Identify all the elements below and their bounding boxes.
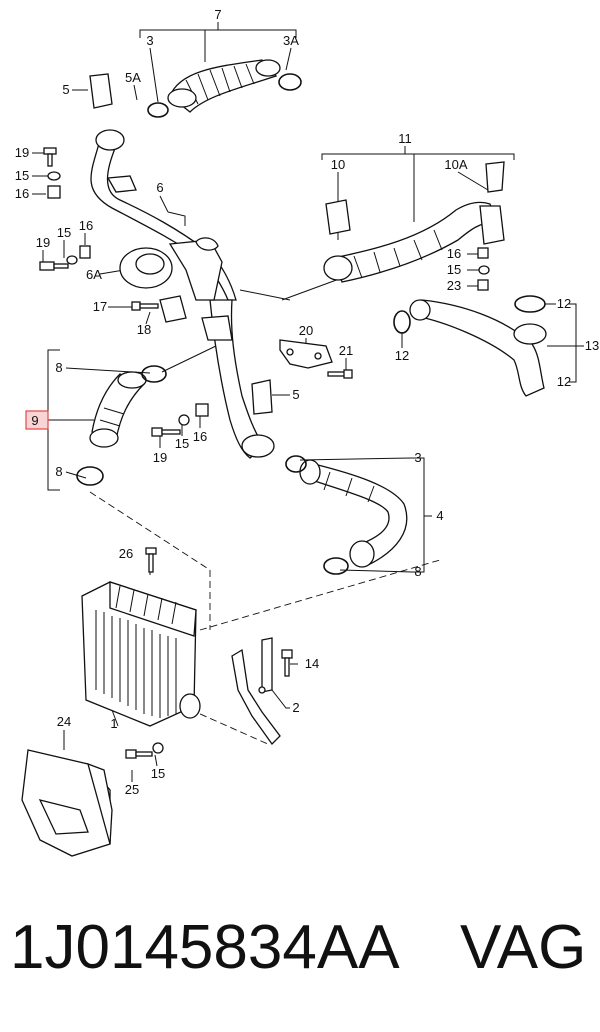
label-10a: 10A [444, 157, 467, 172]
sensor-18 [159, 295, 187, 323]
fasteners [39, 147, 490, 759]
label-18: 18 [137, 322, 151, 337]
label-8-right: 8 [414, 564, 421, 579]
label-17: 17 [93, 299, 107, 314]
label-13: 13 [585, 338, 599, 353]
label-3-top: 3 [146, 33, 153, 48]
label-7: 7 [214, 7, 221, 22]
hose-13 [409, 299, 547, 397]
label-14: 14 [305, 656, 319, 671]
label-24: 24 [57, 714, 71, 729]
label-19-left: 19 [36, 235, 50, 250]
label-4: 4 [436, 508, 443, 523]
o-ring-3-mid [285, 455, 307, 473]
hose-11 [323, 201, 505, 283]
label-16-left: 16 [79, 218, 93, 233]
hose-9[interactable] [89, 371, 147, 448]
label-5a: 5A [125, 70, 141, 85]
label-1: 1 [110, 716, 117, 731]
label-2: 2 [292, 700, 299, 715]
label-16-top: 16 [15, 186, 29, 201]
label-10: 10 [331, 157, 345, 172]
brand-name: VAG [460, 913, 587, 982]
label-5-mid: 5 [292, 387, 299, 402]
label-19-top: 19 [15, 145, 29, 160]
label-9: 9 [31, 413, 38, 428]
o-ring-8-lower [76, 466, 104, 486]
bracket-20 [279, 339, 333, 369]
label-6: 6 [156, 180, 163, 195]
label-21: 21 [339, 343, 353, 358]
o-ring-8-upper [141, 365, 167, 383]
bracket-2 [231, 637, 281, 746]
hose-4 [299, 459, 408, 568]
label-26: 26 [119, 546, 133, 561]
air-duct-24 [21, 749, 113, 857]
label-19-mid: 19 [153, 450, 167, 465]
label-12-right-top: 12 [557, 296, 571, 311]
label-8-lower: 8 [55, 464, 62, 479]
o-ring-3a [278, 73, 302, 91]
highlight-box-9[interactable] [25, 410, 49, 430]
label-5-top: 5 [62, 82, 69, 97]
label-15-bottom: 15 [151, 766, 165, 781]
label-3-mid: 3 [414, 450, 421, 465]
label-6a: 6A [86, 267, 102, 282]
pipe-6 [90, 129, 237, 301]
leader-lines [32, 22, 584, 782]
hose-7 [167, 59, 281, 113]
label-12-right-bottom: 12 [557, 374, 571, 389]
part-number: 1J0145834AA [10, 913, 400, 982]
label-15-mid: 15 [175, 436, 189, 451]
label-15-left: 15 [57, 225, 71, 240]
label-16-mid: 16 [193, 429, 207, 444]
cover-plates [89, 73, 505, 415]
o-ring-12-right [514, 295, 546, 313]
label-25: 25 [125, 782, 139, 797]
label-16-right: 16 [447, 246, 461, 261]
label-11: 11 [398, 131, 412, 146]
label-23: 23 [447, 278, 461, 293]
label-3a: 3A [283, 33, 299, 48]
o-ring-3 [147, 102, 169, 118]
label-12-left: 12 [395, 348, 409, 363]
label-15-right: 15 [447, 262, 461, 277]
o-ring-12-left [393, 310, 411, 334]
label-20: 20 [299, 323, 313, 338]
label-8-upper: 8 [55, 360, 62, 375]
valve-housing-6a [119, 237, 233, 341]
part-labels: 7 3 3A 5 5A 19 15 16 6 11 10 10A 16 15 1… [15, 7, 599, 797]
part-caption: 1J0145834AA VAG [0, 900, 600, 1010]
label-15-top: 15 [15, 168, 29, 183]
intercooler-1 [81, 581, 201, 727]
o-ring-8-right [323, 557, 349, 575]
